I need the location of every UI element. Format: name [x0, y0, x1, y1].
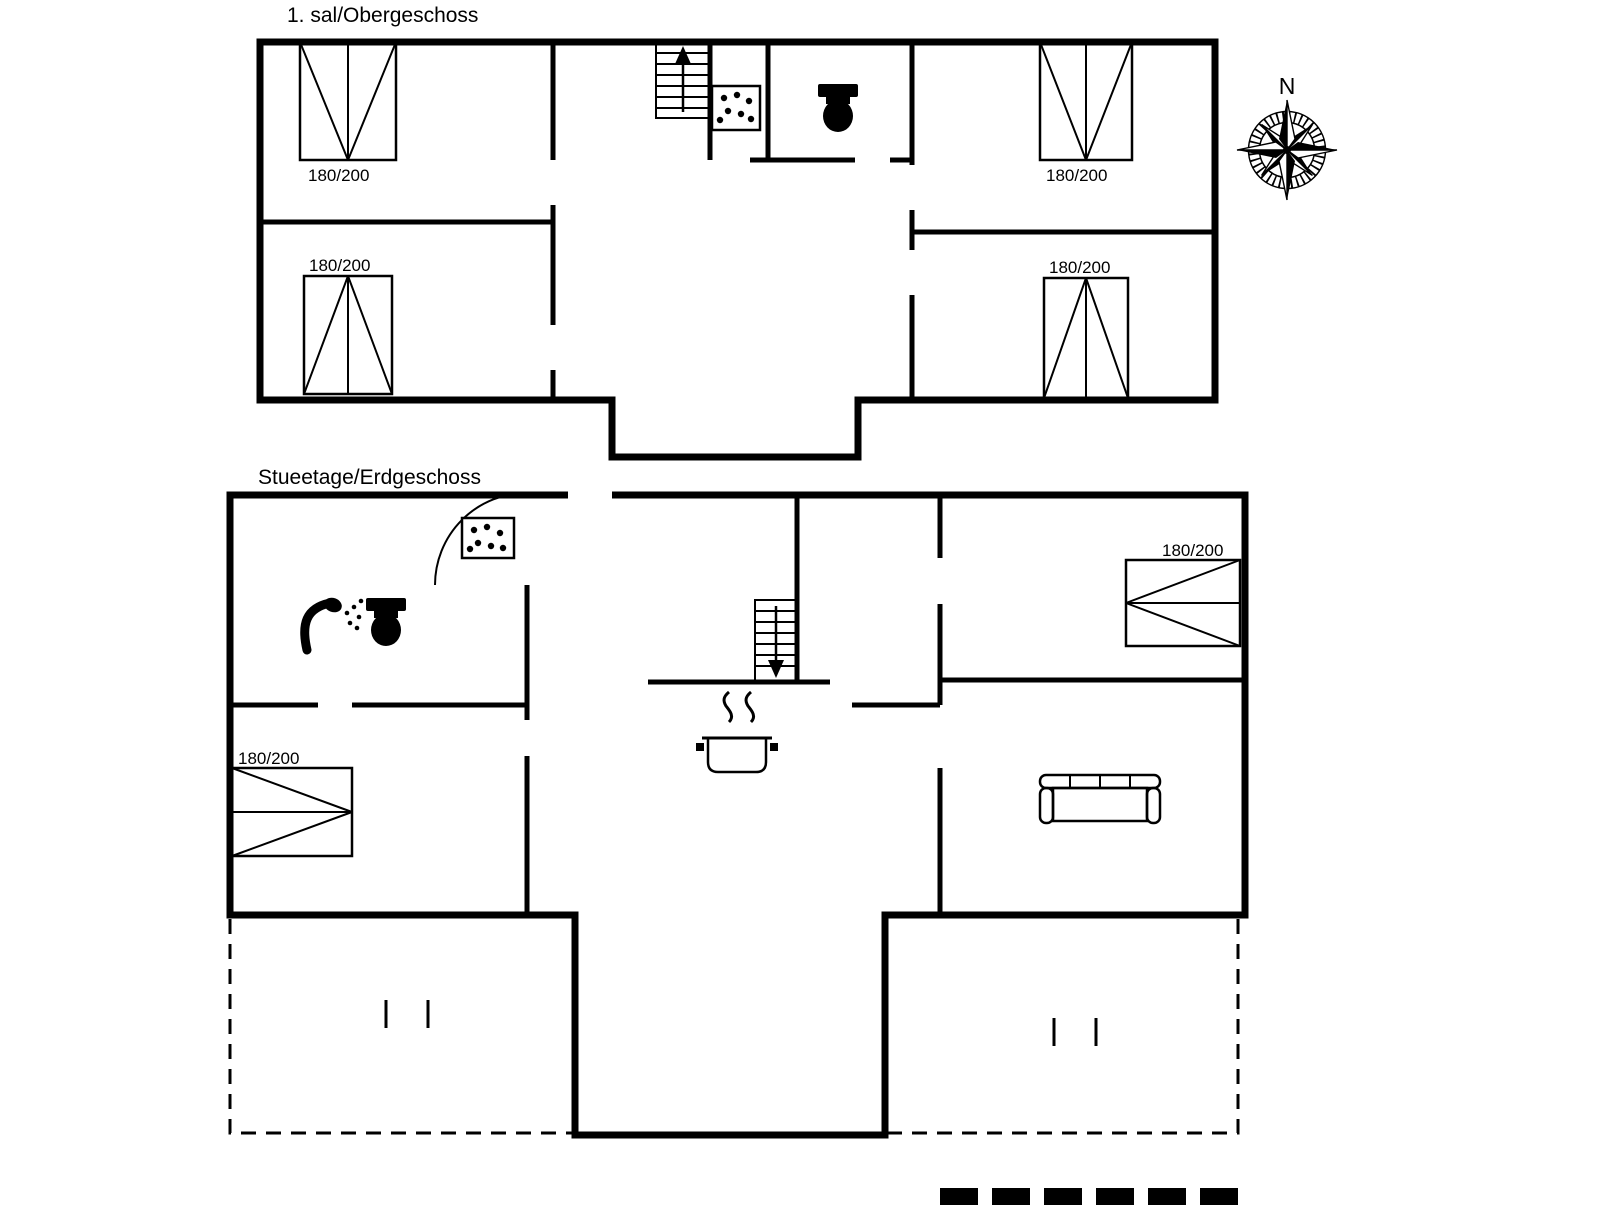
bed-size-label: 180/200: [1049, 258, 1110, 277]
upper-floor-outer-walls: [256, 38, 1219, 461]
double-bed-icon: [298, 40, 398, 162]
double-bed-icon: [1042, 276, 1130, 400]
shower-icon: [300, 597, 364, 655]
bed-linen-lines: [1043, 277, 1129, 399]
ground-floor-title: Stueetage/Erdgeschoss: [258, 466, 481, 489]
stairs-arrow-head: [768, 660, 784, 678]
bed-size-label: 180/200: [238, 749, 299, 768]
compass-center-dot: [1283, 146, 1291, 154]
bed-size-label: 180/200: [309, 256, 370, 275]
upper-floor-title: 1. sal/Obergeschoss: [287, 4, 478, 27]
bed-linen-lines: [303, 275, 393, 395]
terrace-posts: [384, 1000, 430, 1028]
double-bed-icon: [230, 766, 354, 858]
compass-rose-icon: N: [1236, 73, 1338, 201]
stairs-outline: [754, 599, 799, 683]
pot-handle: [696, 743, 704, 751]
terrace-posts: [1052, 1018, 1098, 1046]
stairs-outline: [655, 41, 711, 119]
upper-floor: 1. sal/Obergeschoss 18: [256, 4, 1219, 461]
terrace-outline-left: [228, 919, 572, 1135]
bed-size-label: 180/200: [1162, 541, 1223, 560]
ground-floor-interior-walls: [230, 495, 1245, 915]
pot-handle: [770, 743, 778, 751]
stairs-up-icon: [655, 41, 711, 119]
toilet-icon: [366, 598, 406, 646]
bed-size-label: 180/200: [1046, 166, 1107, 185]
pot-body: [706, 738, 768, 774]
sofa-back-cushions: [1069, 775, 1131, 788]
stairs-down-icon: [754, 599, 799, 683]
ground-floor: Stueetage/Erdgeschoss: [226, 466, 1249, 1205]
sofa-seat: [1051, 786, 1149, 823]
double-bed-icon: [1124, 558, 1242, 648]
stairs-arrow-head: [675, 46, 691, 64]
bed-linen-lines: [299, 41, 397, 161]
bed-size-label: 180/200: [308, 166, 369, 185]
double-bed-icon: [302, 274, 394, 396]
toilet-icon: [818, 84, 858, 132]
sink-icon: [460, 516, 516, 560]
compass-north-label: N: [1279, 73, 1296, 99]
double-bed-icon: [1038, 40, 1134, 162]
terrace-edge-blocks: [940, 1188, 1238, 1205]
bed-linen-lines: [1125, 559, 1241, 647]
stove-pot-icon: [696, 690, 778, 774]
bed-linen-lines: [1039, 41, 1133, 161]
terrace-outline-right: [888, 919, 1240, 1135]
steam-line: [744, 690, 755, 724]
bed-linen-lines: [231, 767, 353, 857]
sofa-icon: [1038, 773, 1162, 825]
steam-line: [722, 690, 733, 724]
sink-icon: [710, 84, 762, 132]
